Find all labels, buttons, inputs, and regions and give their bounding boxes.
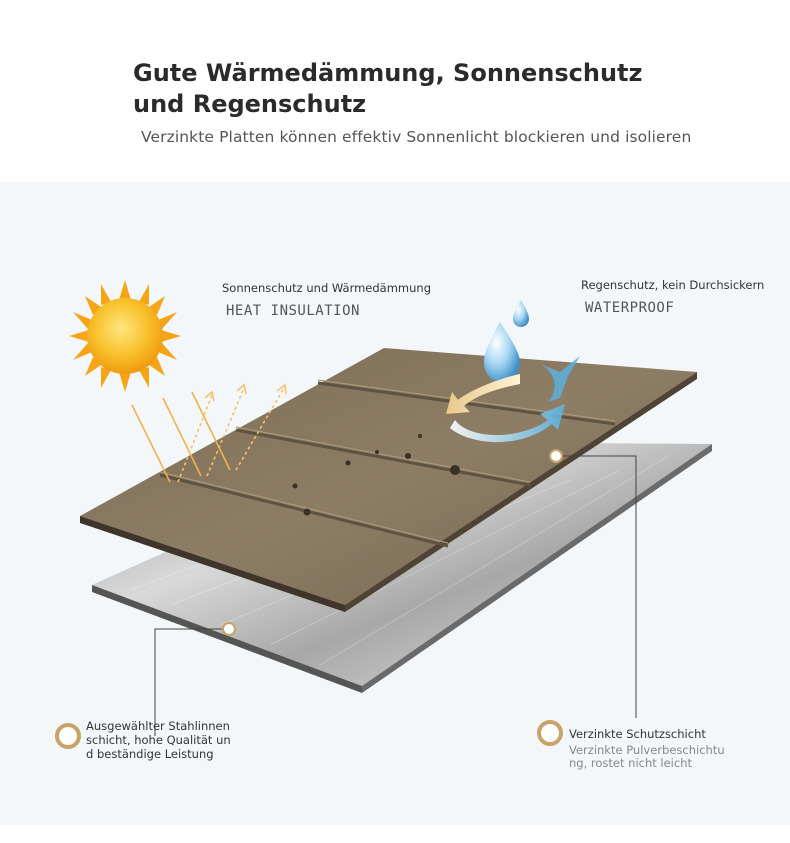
heat-insulation-caption: HEAT INSULATION: [226, 303, 360, 319]
callout-lines: [154, 455, 637, 736]
galvanized-layer-note: Verzinkte Pulverbeschichtu ng, rostet ni…: [569, 743, 725, 770]
callout-dots: [222, 449, 563, 636]
title-line-2: und Regenschutz: [133, 90, 367, 118]
page-subtitle: Verzinkte Platten können effektiv Sonnen…: [141, 128, 692, 146]
heat-insulation-label: Sonnenschutz und Wärmedämmung: [222, 281, 432, 295]
header: Gute Wärmedämmung, Sonnenschutz und Rege…: [0, 0, 790, 182]
deflection-arrows: [446, 356, 580, 443]
waterproof-label: Regenschutz, kein Durchsickern: [581, 278, 765, 292]
galvanized-layer-title: Verzinkte Schutzschicht: [569, 727, 706, 741]
waterproof-caption: WATERPROOF: [585, 300, 675, 316]
page-title: Gute Wärmedämmung, Sonnenschutz und Rege…: [133, 58, 733, 120]
galvanized-layer-ring-icon: [537, 720, 563, 746]
galvanized-panel: [80, 348, 697, 612]
water-drop-icon: [484, 300, 529, 382]
steel-layer-ring-icon: [55, 723, 81, 749]
sun-icon: [69, 280, 181, 392]
title-line-1: Gute Wärmedämmung, Sonnenschutz: [133, 59, 643, 87]
steel-layer-note: Ausgewählter Stahlinnen schicht, hohe Qu…: [86, 719, 231, 761]
bottom-margin: [0, 825, 790, 843]
heat-rays: [131, 383, 287, 483]
